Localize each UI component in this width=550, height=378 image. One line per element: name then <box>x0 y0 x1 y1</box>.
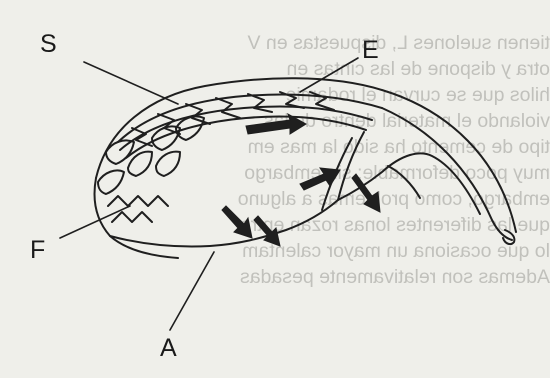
tread-zigzag <box>112 212 152 222</box>
belt-arrow <box>300 168 340 190</box>
tread-block <box>98 170 124 194</box>
label-s: S <box>40 32 57 57</box>
belt-arrow <box>254 216 280 246</box>
leader-line-e <box>300 58 358 92</box>
leader-line-s <box>84 62 178 104</box>
belt-arrow <box>352 174 380 212</box>
label-a: A <box>160 336 177 361</box>
tread-zigzag <box>108 196 168 206</box>
tread-block <box>128 152 152 176</box>
cross-section-bottom <box>110 200 338 247</box>
belt-arrow <box>222 206 252 238</box>
label-f: F <box>30 238 45 263</box>
tread-groove <box>186 104 210 124</box>
tire-outer-contour <box>96 78 516 232</box>
inner-sidewall <box>388 166 420 198</box>
leader-line-f <box>60 206 130 238</box>
tread-groove <box>248 94 272 112</box>
leader-line-a <box>170 252 214 330</box>
ply-line <box>126 117 366 159</box>
label-e: E <box>362 38 379 63</box>
tread-block <box>156 152 180 176</box>
